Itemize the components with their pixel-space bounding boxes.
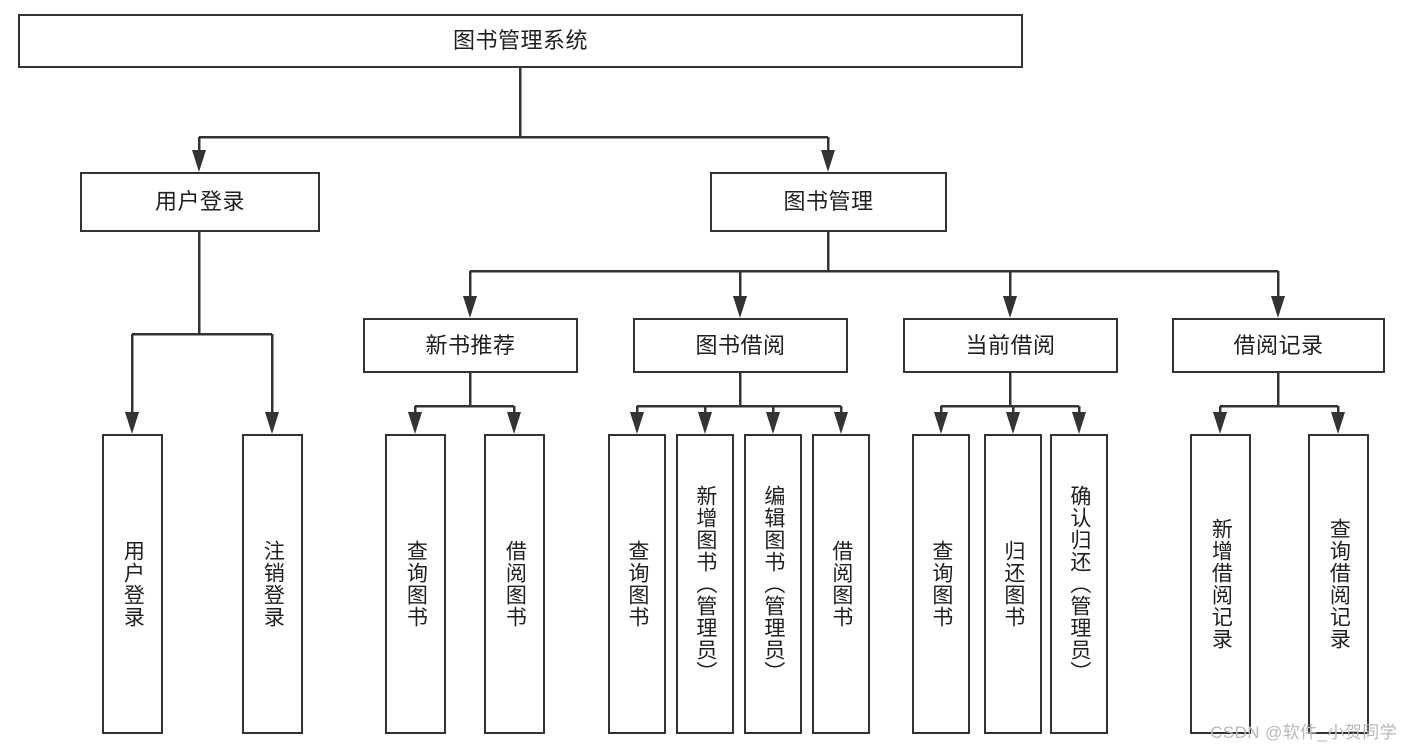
node-leaf-add-record[interactable]: 新增借阅记录 bbox=[1190, 434, 1251, 734]
node-leaf-user-logout[interactable]: 注销登录 bbox=[242, 434, 303, 734]
node-leaf-add-book[interactable]: 新增图书（管理员） bbox=[676, 434, 734, 734]
node-label: 确认归还（管理员） bbox=[1067, 485, 1091, 683]
node-leaf-query-book-3[interactable]: 查询图书 bbox=[912, 434, 970, 734]
node-label: 新书推荐 bbox=[425, 332, 516, 358]
node-leaf-return-book[interactable]: 归还图书 bbox=[984, 434, 1042, 734]
node-borrow-record[interactable]: 借阅记录 bbox=[1172, 318, 1385, 373]
node-label: 新增借阅记录 bbox=[1209, 518, 1233, 650]
node-leaf-borrow-book-2[interactable]: 借阅图书 bbox=[812, 434, 870, 734]
node-leaf-user-login[interactable]: 用户登录 bbox=[102, 434, 163, 734]
node-leaf-borrow-book-1[interactable]: 借阅图书 bbox=[484, 434, 545, 734]
node-label: 借阅图书 bbox=[829, 540, 853, 628]
node-label: 当前借阅 bbox=[965, 332, 1056, 358]
node-label: 注销登录 bbox=[261, 540, 285, 628]
node-label: 新增图书（管理员） bbox=[693, 485, 717, 683]
node-leaf-edit-book[interactable]: 编辑图书（管理员） bbox=[744, 434, 802, 734]
node-leaf-query-book-1[interactable]: 查询图书 bbox=[385, 434, 446, 734]
node-new-book-recommend[interactable]: 新书推荐 bbox=[363, 318, 578, 373]
node-book-management[interactable]: 图书管理 bbox=[710, 172, 947, 232]
node-label: 查询图书 bbox=[625, 540, 649, 628]
node-label: 图书借阅 bbox=[695, 332, 786, 358]
node-label: 查询借阅记录 bbox=[1327, 518, 1351, 650]
node-label: 图书管理系统 bbox=[452, 28, 588, 54]
node-user-login[interactable]: 用户登录 bbox=[80, 172, 320, 232]
node-label: 编辑图书（管理员） bbox=[761, 485, 785, 683]
node-root[interactable]: 图书管理系统 bbox=[18, 14, 1023, 68]
node-label: 用户登录 bbox=[154, 189, 245, 215]
node-book-borrow[interactable]: 图书借阅 bbox=[633, 318, 848, 373]
node-label: 借阅记录 bbox=[1233, 332, 1324, 358]
node-current-borrow[interactable]: 当前借阅 bbox=[903, 318, 1118, 373]
node-label: 图书管理 bbox=[783, 189, 874, 215]
node-label: 查询图书 bbox=[929, 540, 953, 628]
node-label: 借阅图书 bbox=[503, 540, 527, 628]
node-leaf-query-book-2[interactable]: 查询图书 bbox=[608, 434, 666, 734]
node-leaf-query-record[interactable]: 查询借阅记录 bbox=[1308, 434, 1369, 734]
node-leaf-confirm-return[interactable]: 确认归还（管理员） bbox=[1050, 434, 1108, 734]
watermark: CSDN @软件_小贺同学 bbox=[1210, 723, 1397, 742]
node-label: 用户登录 bbox=[121, 540, 145, 628]
node-label: 归还图书 bbox=[1001, 540, 1025, 628]
node-label: 查询图书 bbox=[404, 540, 428, 628]
